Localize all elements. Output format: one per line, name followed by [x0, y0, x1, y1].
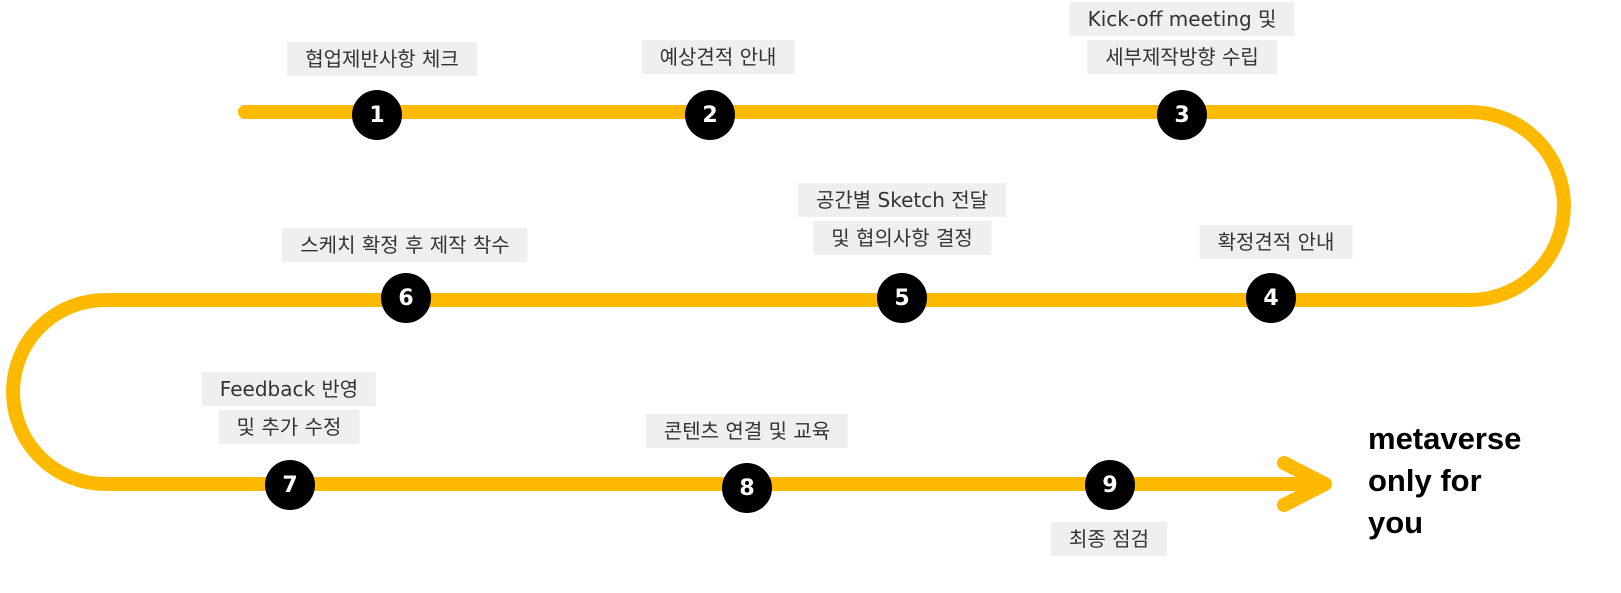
step-label-9-line-1: 최종 점검: [1051, 522, 1167, 556]
step-label-6-line-1: 스케치 확정 후 제작 착수: [282, 228, 528, 262]
step-node-4: 4: [1246, 273, 1296, 323]
tagline: metaverse only for you: [1368, 418, 1521, 544]
step-label-8-line-1: 콘텐츠 연결 및 교육: [645, 414, 849, 448]
step-node-3: 3: [1157, 90, 1207, 140]
timeline-arrowhead: [1277, 456, 1332, 512]
step-label-4-line-1: 확정견적 안내: [1199, 225, 1353, 259]
timeline-track: [6, 105, 1571, 491]
step-number: 6: [398, 286, 413, 311]
step-node-9: 9: [1085, 460, 1135, 510]
step-number: 2: [702, 103, 717, 128]
step-node-5: 5: [877, 273, 927, 323]
step-node-1: 1: [352, 90, 402, 140]
step-number: 9: [1102, 473, 1117, 498]
step-node-circle: [381, 273, 431, 323]
step-node-circle: [1157, 90, 1207, 140]
step-number: 8: [739, 476, 754, 501]
step-label-7-line-1: Feedback 반영: [201, 372, 377, 406]
step-node-6: 6: [381, 273, 431, 323]
step-node-8: 8: [722, 463, 772, 513]
step-number: 4: [1263, 286, 1278, 311]
step-node-circle: [1085, 460, 1135, 510]
step-label-7-line-2: 및 추가 수정: [218, 410, 360, 444]
step-label-2-line-1: 예상견적 안내: [641, 40, 795, 74]
tagline-line-1: metaverse: [1368, 421, 1522, 456]
step-label-3-line-1: Kick-off meeting 및: [1069, 2, 1295, 36]
step-number: 1: [369, 103, 384, 128]
step-node-2: 2: [685, 90, 735, 140]
step-number: 3: [1174, 103, 1189, 128]
step-node-circle: [877, 273, 927, 323]
step-label-5-line-2: 및 협의사항 결정: [813, 221, 991, 255]
step-node-circle: [265, 460, 315, 510]
tagline-line-2: only for: [1368, 463, 1482, 498]
step-node-circle: [685, 90, 735, 140]
step-node-circle: [722, 463, 772, 513]
step-label-3-line-2: 세부제작방향 수립: [1087, 40, 1277, 74]
step-label-5-line-1: 공간별 Sketch 전달: [797, 183, 1007, 217]
step-node-circle: [352, 90, 402, 140]
step-node-circle: [1246, 273, 1296, 323]
step-number: 7: [282, 473, 297, 498]
tagline-line-3: you: [1368, 505, 1424, 540]
step-number: 5: [894, 286, 909, 311]
step-label-1-line-1: 협업제반사항 체크: [287, 42, 477, 76]
step-node-7: 7: [265, 460, 315, 510]
